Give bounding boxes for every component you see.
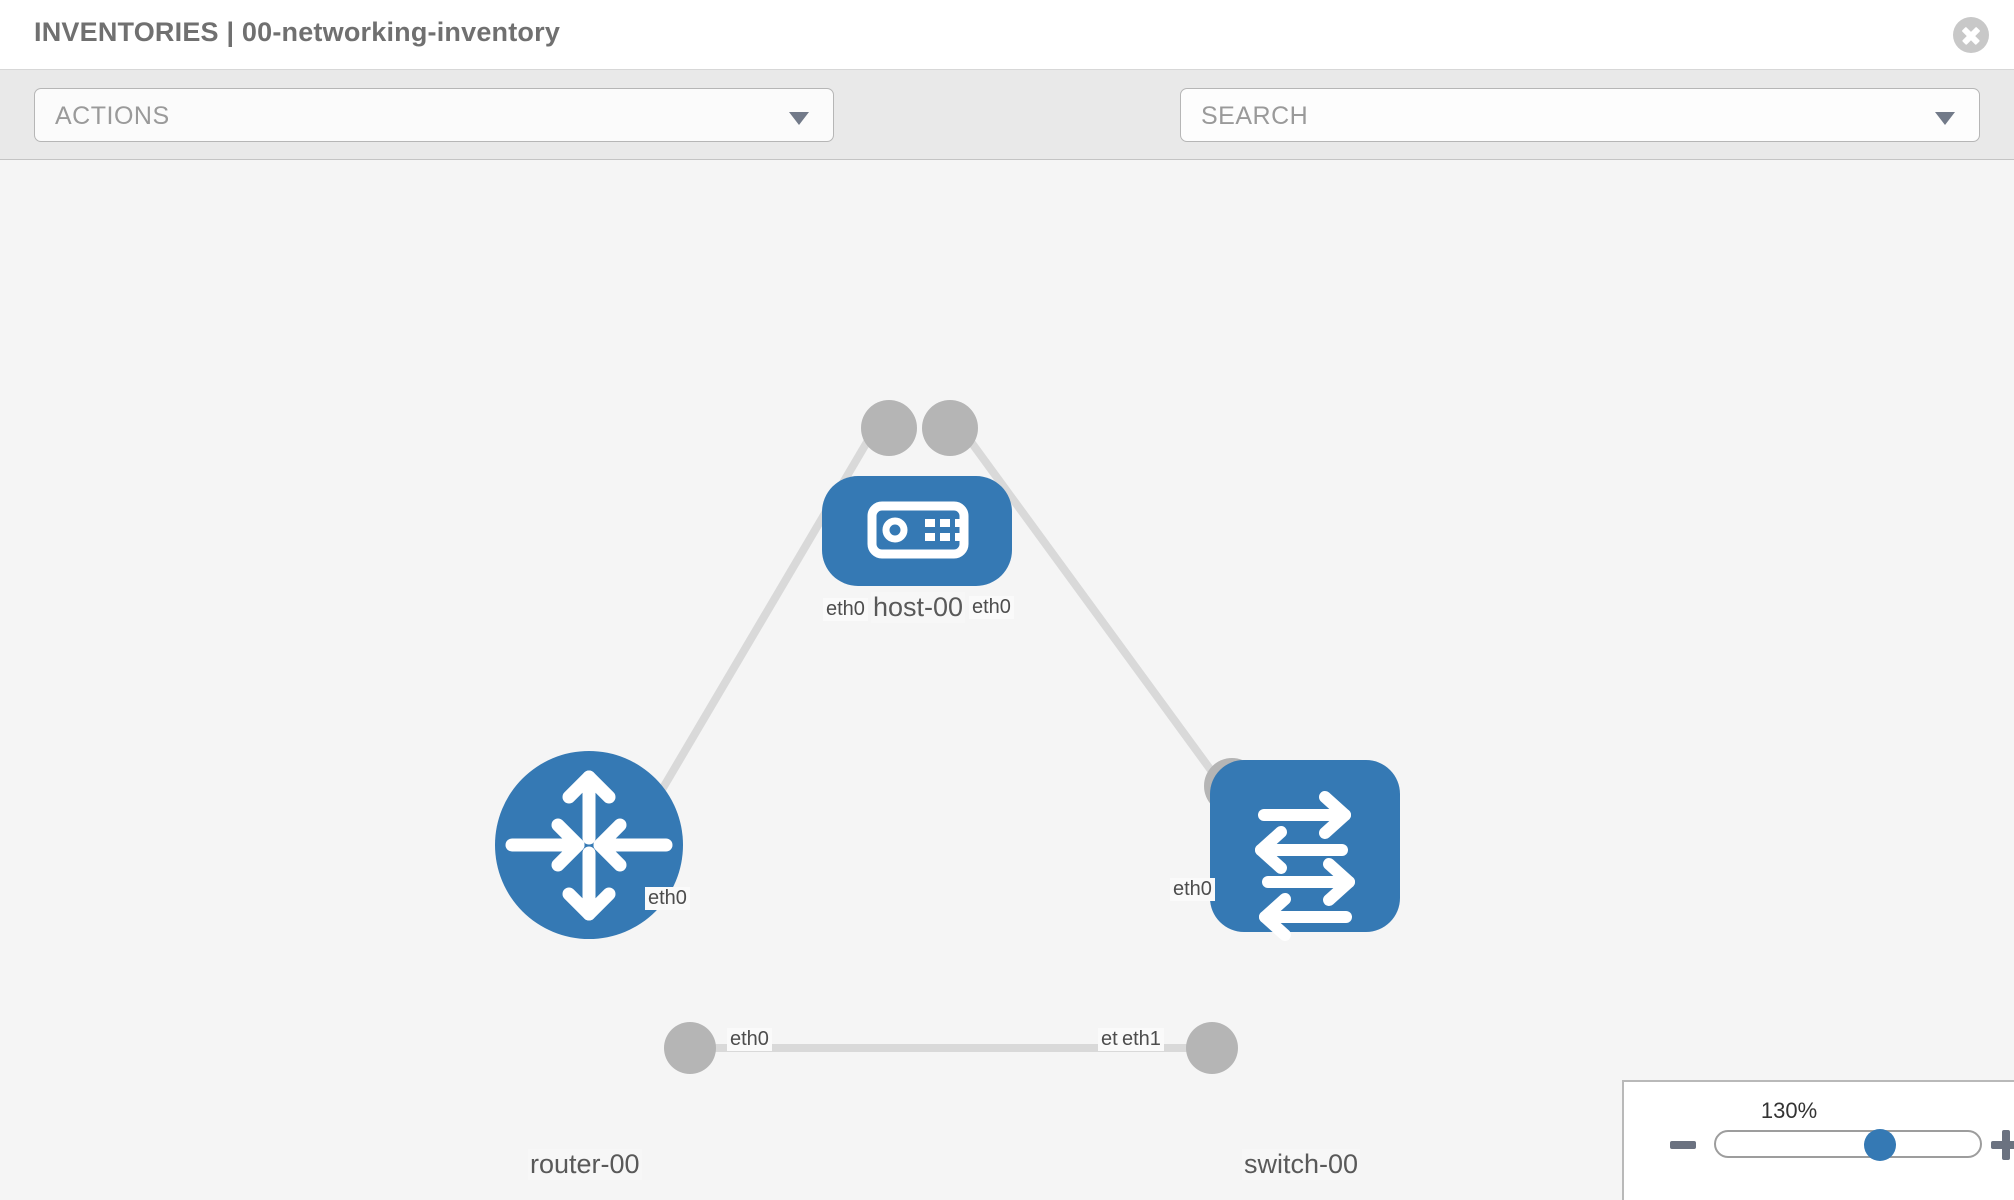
iface-label-host00-eth0-right: eth0 [969, 596, 1014, 619]
port-router00-eth0[interactable] [664, 1022, 716, 1074]
link-host00-switch00[interactable] [951, 417, 1244, 813]
zoom-in-button[interactable] [1991, 1130, 2014, 1160]
port-switch00-eth1[interactable] [1186, 1022, 1238, 1074]
zoom-control-panel: 130% [1622, 1080, 2014, 1200]
actions-dropdown[interactable]: ACTIONS [34, 88, 834, 142]
router-arrows-icon [505, 770, 673, 921]
chevron-down-icon [1935, 112, 1955, 125]
topology-canvas[interactable]: eth0 eth0 eth0 eth0 eth0 eth0 eth1 host-… [0, 160, 2014, 1200]
node-label-switch-00: switch-00 [1242, 1149, 1361, 1180]
port-host00-eth0-right[interactable] [922, 400, 978, 456]
zoom-out-button[interactable] [1670, 1141, 1696, 1149]
iface-label-host00-eth0-left: eth0 [823, 598, 868, 621]
iface-label-switch00-eth0-uplink: eth0 [1170, 878, 1215, 901]
close-icon[interactable] [1953, 17, 1989, 53]
topology-graph [495, 400, 1400, 1074]
chevron-down-icon [789, 112, 809, 125]
search-input[interactable]: SEARCH [1180, 88, 1980, 142]
server-icon [867, 501, 969, 559]
page-title: INVENTORIES | 00-networking-inventory [34, 17, 561, 47]
node-host-00[interactable] [822, 476, 1012, 586]
port-host00-eth0-left[interactable] [861, 400, 917, 456]
iface-label-router00-eth0: eth0 [727, 1028, 772, 1051]
zoom-percent-label: 130% [1760, 1098, 1818, 1123]
switch-arrows-icon [1255, 791, 1355, 941]
zoom-slider-handle[interactable] [1864, 1129, 1896, 1161]
node-label-host-00: host-00 [871, 592, 966, 623]
iface-label-router00-eth0-uplink: eth0 [645, 887, 690, 910]
node-switch-00[interactable] [1210, 760, 1400, 941]
page-header: INVENTORIES | 00-networking-inventory [0, 0, 2014, 70]
node-label-router-00: router-00 [528, 1149, 642, 1180]
node-router-00[interactable] [495, 751, 683, 939]
actions-dropdown-label: ACTIONS [55, 102, 170, 130]
zoom-in-icon-vertical [2002, 1130, 2010, 1160]
toolbar: ACTIONS SEARCH [0, 70, 2014, 199]
search-placeholder: SEARCH [1201, 102, 1309, 130]
zoom-slider-track[interactable] [1714, 1130, 1982, 1158]
iface-label-switch00-eth1: eth1 [1119, 1028, 1164, 1051]
